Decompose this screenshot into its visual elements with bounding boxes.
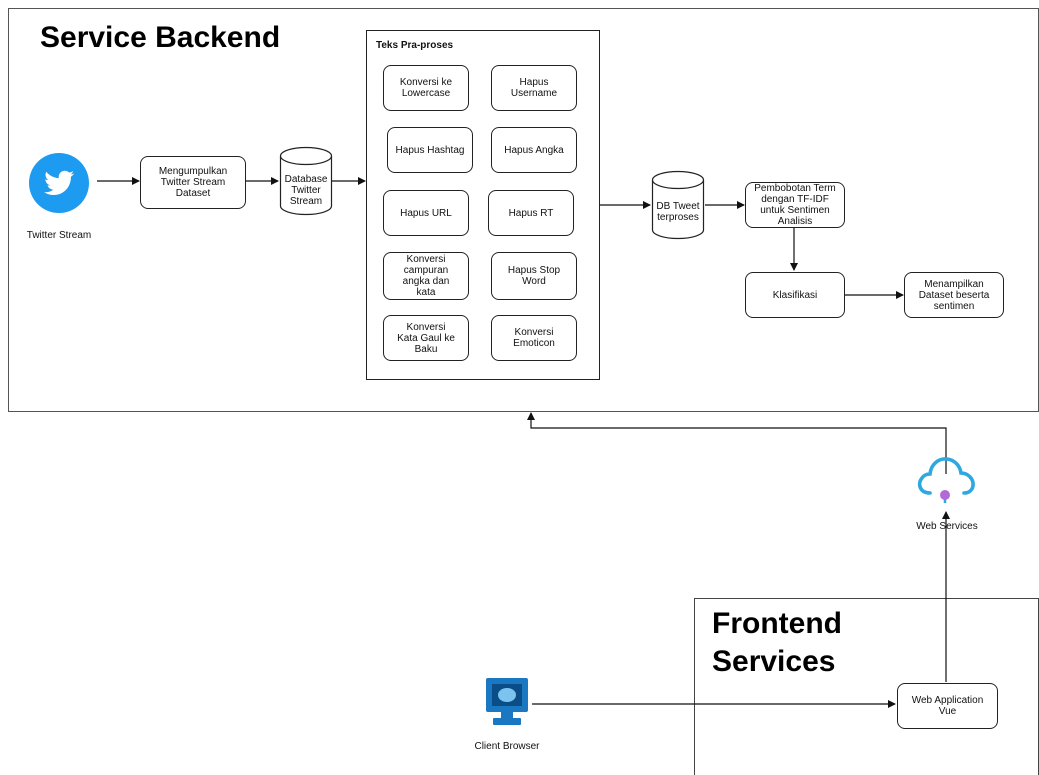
- step-remove-number: Hapus Angka: [491, 127, 577, 173]
- collect-dataset-node: Mengumpulkan Twitter Stream Dataset: [140, 156, 246, 209]
- step-remove-hashtag: Hapus Hashtag: [387, 127, 473, 173]
- database-twitter-stream: Database Twitter Stream: [279, 146, 333, 216]
- tfidf-weighting-node: Pembobotan Term dengan TF-IDF untuk Sent…: [745, 182, 845, 228]
- twitter-stream-label: Twitter Stream: [26, 230, 92, 241]
- service-backend-title: Service Backend: [40, 21, 281, 54]
- step-mixed-number-word: Konversi campuran angka dan kata: [383, 252, 469, 300]
- frontend-title-line2: Services: [712, 645, 836, 678]
- frontend-title-line1: Frontend: [712, 607, 842, 640]
- preprocess-title: Teks Pra-proses: [376, 40, 454, 51]
- display-dataset-node: Menampilkan Dataset beserta sentimen: [904, 272, 1004, 318]
- client-browser-label: Client Browser: [474, 741, 540, 752]
- classification-node: Klasifikasi: [745, 272, 845, 318]
- db-processed-tweets: DB Tweet terproses: [651, 170, 705, 240]
- step-emoticon: Konversi Emoticon: [491, 315, 577, 361]
- step-remove-rt: Hapus RT: [488, 190, 574, 236]
- step-remove-stopword: Hapus Stop Word: [491, 252, 577, 300]
- db-processed-tweets-label: DB Tweet terproses: [656, 201, 700, 223]
- step-remove-url: Hapus URL: [383, 190, 469, 236]
- twitter-bird-icon: [28, 152, 90, 214]
- monitor-icon: [483, 676, 531, 728]
- web-services-label: Web Services: [916, 521, 978, 532]
- database-twitter-stream-label: Database Twitter Stream: [284, 173, 328, 207]
- step-remove-username: Hapus Username: [491, 65, 577, 111]
- arrow-webservices-to-backend: [527, 412, 947, 474]
- web-application-vue-node: Web Application Vue: [897, 683, 998, 729]
- step-slang-to-formal: Konversi Kata Gaul ke Baku: [383, 315, 469, 361]
- step-lowercase: Konversi ke Lowercase: [383, 65, 469, 111]
- cloud-icon: [914, 448, 978, 512]
